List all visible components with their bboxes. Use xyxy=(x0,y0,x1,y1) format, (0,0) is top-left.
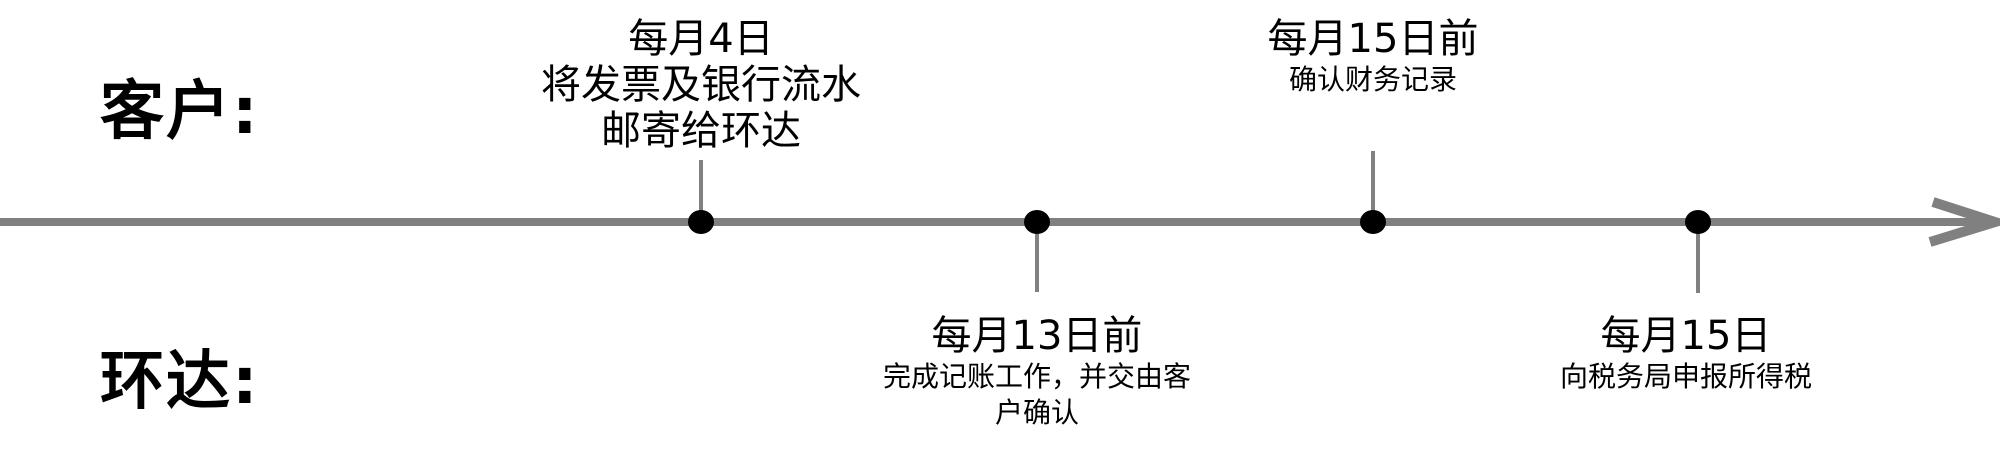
event-3: 每月15日前 确认财务记录 xyxy=(1268,16,1479,98)
event-desc-line: 完成记账工作，并交由客 xyxy=(882,360,1192,393)
event-date: 每月13日前 xyxy=(931,313,1143,359)
event-date: 每月4日 xyxy=(628,16,774,62)
marker-event-2 xyxy=(1024,210,1050,234)
lane-label-huanda: 环达: xyxy=(100,345,260,419)
event-date: 每月15日 xyxy=(1600,313,1772,359)
event-desc-line: 确认财务记录 xyxy=(1288,63,1457,96)
marker-event-3 xyxy=(1360,210,1386,234)
marker-event-1 xyxy=(688,210,714,234)
lane-label-client: 客户: xyxy=(100,75,260,149)
event-desc-line: 向税务局申报所得税 xyxy=(1559,360,1813,393)
event-desc-line: 户确认 xyxy=(994,396,1080,429)
arrow-head-icon xyxy=(1928,197,2000,247)
event-4: 每月15日 向税务局申报所得税 xyxy=(1560,313,1812,395)
event-2: 每月13日前 完成记账工作，并交由客 户确认 xyxy=(883,313,1191,431)
event-date: 每月15日前 xyxy=(1267,16,1479,62)
event-desc-line: 邮寄给环达 xyxy=(601,108,801,154)
event-1: 每月4日 将发票及银行流水 邮寄给环达 xyxy=(541,16,861,154)
event-desc-line: 将发票及银行流水 xyxy=(541,62,861,108)
marker-event-4 xyxy=(1685,210,1711,234)
